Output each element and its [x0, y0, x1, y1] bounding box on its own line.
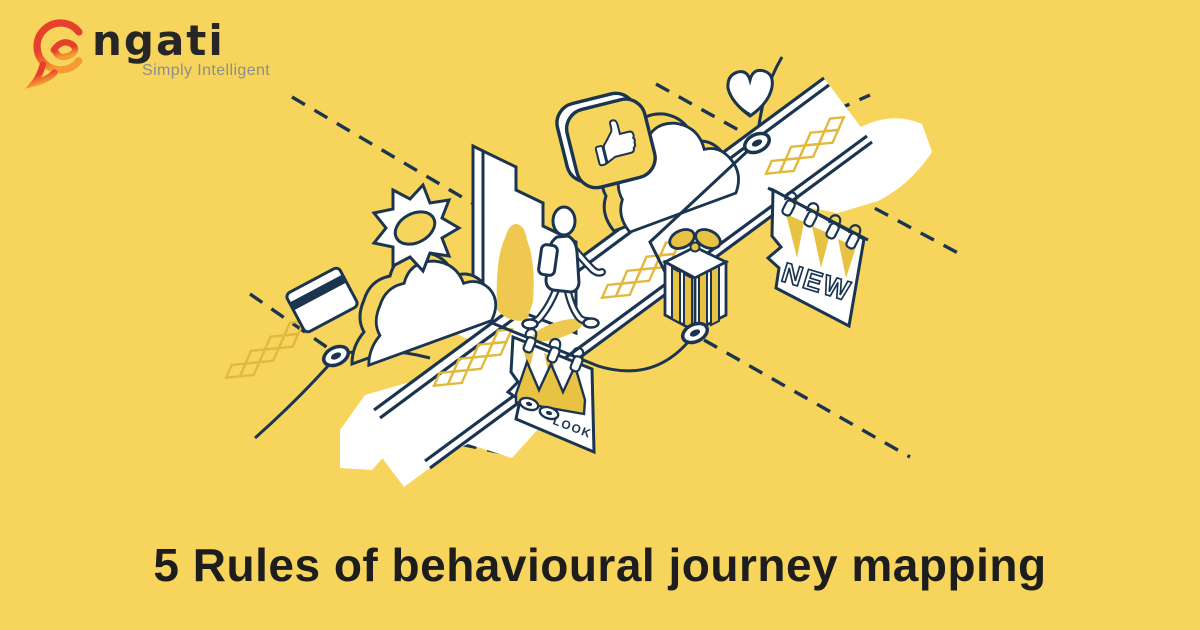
new-sign: NEW — [765, 186, 869, 329]
page-title: 5 Rules of behavioural journey mapping — [153, 539, 1047, 591]
thumbs-up-icon — [594, 119, 637, 167]
gift-box-icon — [661, 228, 730, 334]
backpack — [537, 243, 559, 277]
logo: ngati — [24, 10, 225, 90]
brand-wordmark: ngati — [92, 16, 225, 65]
walking-person — [521, 205, 606, 330]
logo-tagline: Simply Intelligent — [142, 62, 271, 79]
eyes-icon — [518, 396, 560, 421]
engati-chat-bubble-e-icon — [25, 19, 83, 89]
look-sign: LOOK — [491, 321, 695, 455]
ground-shadow — [532, 318, 584, 342]
sun-icon — [371, 182, 462, 274]
credit-card-icon — [285, 266, 359, 334]
person-shadow-on-wall — [496, 224, 534, 321]
thumbs-up-badge — [555, 91, 657, 190]
heart-icon — [726, 68, 774, 118]
